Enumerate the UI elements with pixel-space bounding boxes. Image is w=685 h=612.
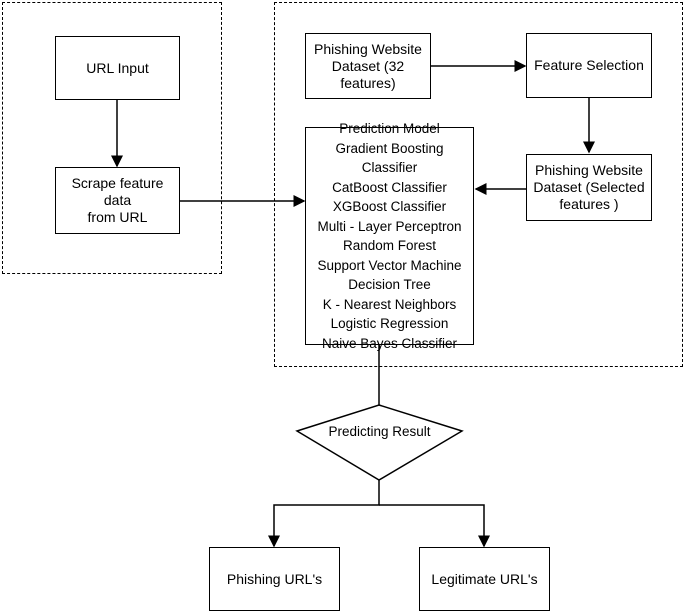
url-input-node: URL Input	[55, 36, 180, 100]
legitimate-urls-node: Legitimate URL's	[419, 547, 550, 611]
model-item: CatBoost Classifier	[332, 179, 447, 195]
dataset-32-node: Phishing Website Dataset (32 features)	[305, 33, 431, 99]
model-item: XGBoost Classifier	[332, 199, 447, 214]
dataset-selected-label: Phishing Website Dataset (Selected featu…	[533, 162, 645, 212]
model-item: Naive Bayes Classifier	[321, 335, 458, 351]
phishing-urls-label: Phishing URL's	[226, 570, 323, 587]
scrape-label: Scrape feature data from URL	[71, 175, 164, 225]
model-item: Multi - Layer Perceptron	[317, 218, 462, 234]
legitimate-urls-label: Legitimate URL's	[431, 570, 538, 587]
predicting-result-label: Predicting Result	[328, 424, 431, 439]
feature-selection-node: Feature Selection	[526, 33, 652, 98]
feature-selection-label: Feature Selection	[534, 57, 644, 73]
dataset-selected-node: Phishing Website Dataset (Selected featu…	[526, 154, 652, 221]
scrape-node: Scrape feature data from URL	[55, 167, 180, 234]
model-item: Gradient Boosting	[335, 140, 444, 156]
model-group-region	[274, 2, 683, 367]
prediction-model-title: Prediction Model	[339, 121, 440, 136]
url-input-label: URL Input	[86, 59, 149, 76]
dataset-32-label: Phishing Website Dataset (32 features)	[314, 40, 422, 91]
prediction-model-node: Prediction Model Gradient Boosting Class…	[305, 121, 474, 351]
model-item: Classifier	[361, 160, 418, 175]
model-item: Random Forest	[342, 238, 437, 253]
model-item: Logistic Regression	[330, 316, 449, 331]
model-item: Support Vector Machine	[317, 257, 462, 273]
edge-decision-split-right	[379, 504, 490, 548]
model-item: K - Nearest Neighbors	[322, 296, 457, 312]
model-item: Decision Tree	[348, 277, 431, 292]
edge-decision-split	[268, 480, 380, 548]
decision-diamond	[295, 404, 464, 481]
input-group-region	[2, 2, 222, 274]
phishing-urls-node: Phishing URL's	[209, 547, 340, 611]
